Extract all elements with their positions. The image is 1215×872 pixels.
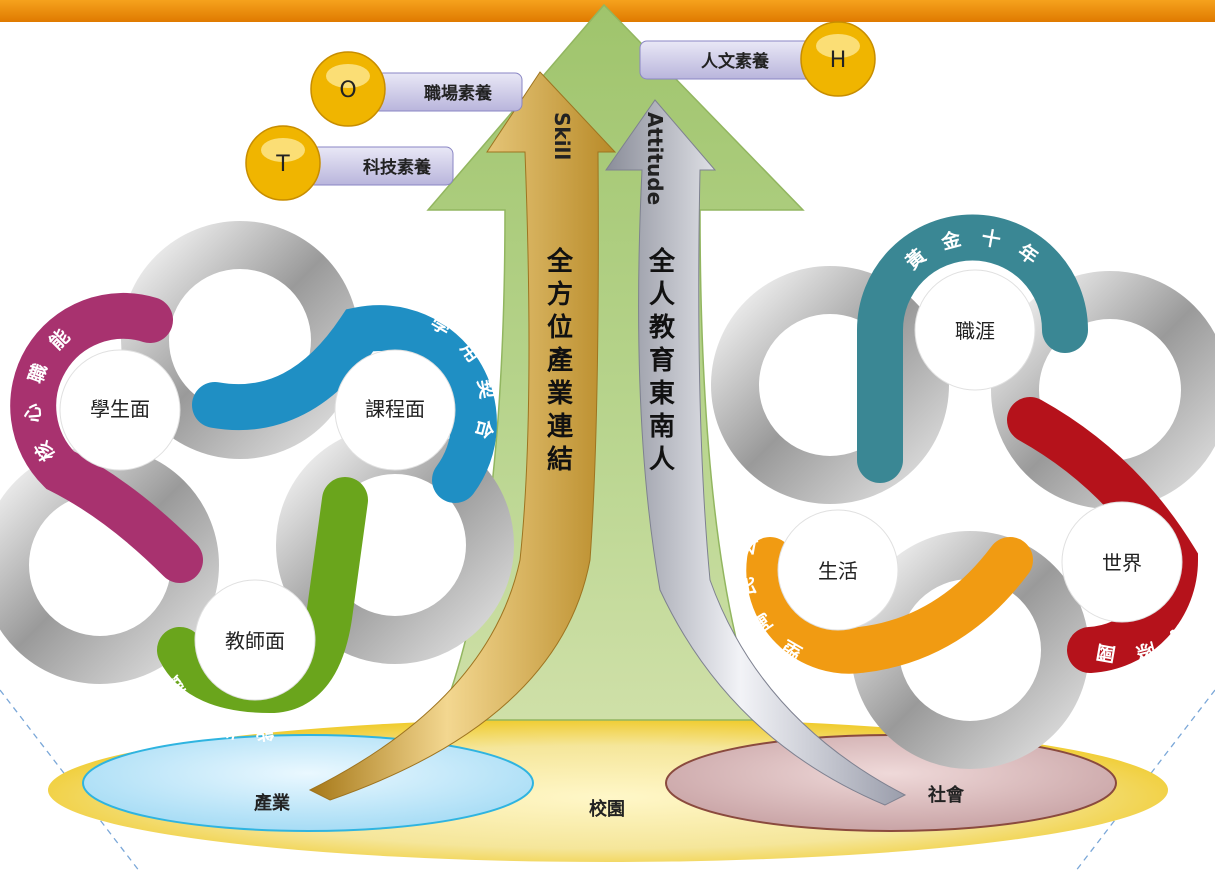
band-char: 心	[22, 403, 46, 424]
label-industry: 產業	[254, 792, 291, 814]
ball-H	[800, 21, 876, 97]
attitude-char: 教	[649, 313, 675, 343]
band-golden	[857, 214, 1088, 483]
attitude-char: 南	[649, 412, 675, 442]
center-teacher: 教師面	[225, 629, 285, 653]
attitude-char: 人	[649, 280, 675, 310]
industry-ellipse	[82, 734, 534, 832]
attitude-arrow	[605, 99, 907, 806]
center-world: 世界	[1102, 551, 1142, 575]
skill-char: 業	[547, 379, 573, 409]
tube-T-label: 科技素養	[363, 157, 431, 178]
band-char: 民	[735, 575, 760, 598]
band-char: 十	[980, 226, 1003, 252]
right-flower	[711, 214, 1215, 769]
society-ellipse	[665, 734, 1117, 832]
skill-char: 產	[547, 345, 573, 376]
attitude-char: 育	[649, 345, 675, 376]
center-career: 職涯	[955, 319, 995, 343]
ball-H-letter: H	[830, 48, 847, 73]
skill-label: Skill	[550, 112, 574, 160]
attitude-char: 人	[649, 445, 675, 475]
label-campus: 校園	[589, 798, 625, 820]
band-core	[10, 292, 203, 583]
skill-char: 連	[547, 412, 574, 442]
band-char: 契	[473, 377, 499, 402]
ball-O	[310, 51, 386, 127]
left-flower	[0, 221, 514, 714]
ball-T	[245, 125, 321, 201]
attitude-char: 全	[648, 246, 676, 277]
band-char: 能	[254, 720, 275, 745]
skill-char: 結	[547, 444, 573, 475]
band-char: 野	[1191, 588, 1215, 615]
center-life: 生活	[818, 559, 858, 583]
band-char: 國	[1095, 640, 1118, 665]
tube-H-label: 人文素養	[701, 51, 769, 72]
center-student: 學生面	[90, 397, 150, 421]
attitude-label: Attitude	[643, 112, 667, 205]
band-match	[192, 305, 497, 503]
attitude-char: 東	[649, 379, 675, 409]
ball-O-letter: O	[339, 78, 356, 103]
label-society: 社會	[928, 784, 965, 806]
band-civic	[746, 537, 1033, 674]
skill-char: 方	[547, 279, 573, 310]
center-course: 課程面	[365, 397, 425, 421]
ball-T-letter: T	[275, 152, 290, 177]
skill-char: 全	[546, 246, 574, 277]
skill-char: 位	[547, 312, 573, 343]
skill-arrow	[308, 71, 617, 801]
tube-O-label: 職場素養	[424, 83, 492, 104]
